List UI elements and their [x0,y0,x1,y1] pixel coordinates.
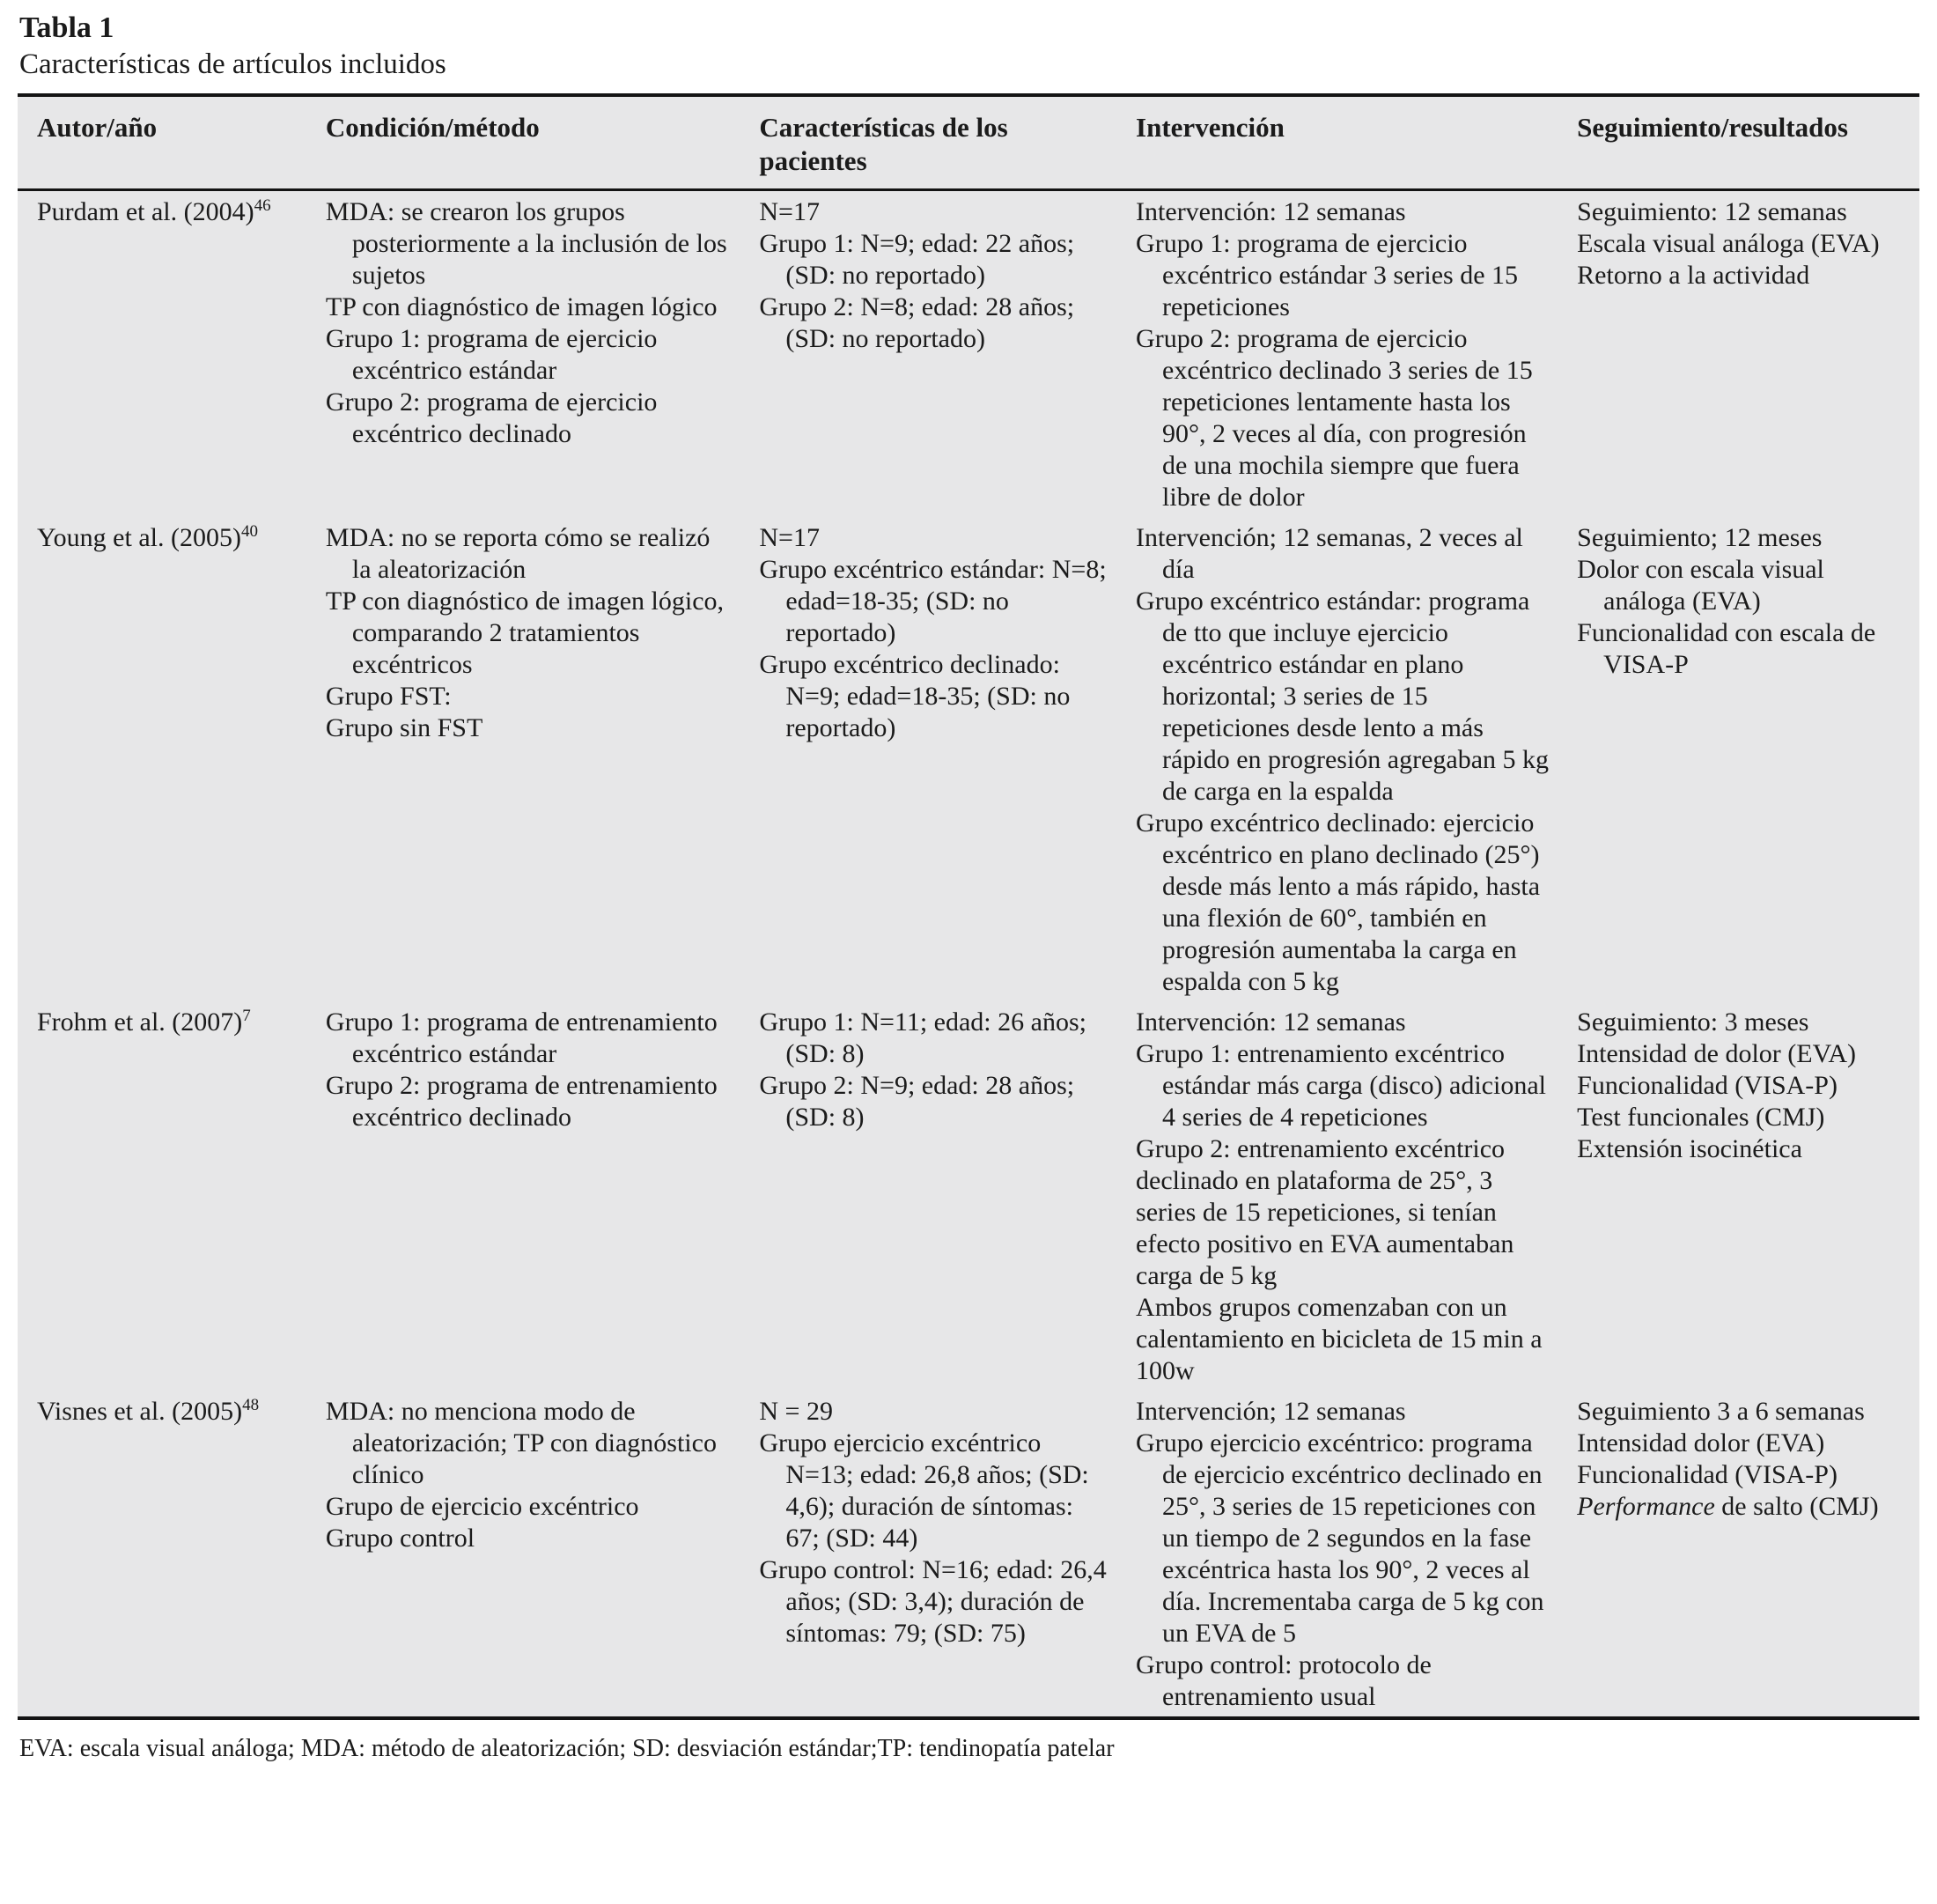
cell-paragraph: Seguimiento: 12 semanas [1577,197,1847,226]
cell-paragraph: Grupo 2: programa de entrenamiento excén… [325,1071,718,1132]
cell-paragraph: Grupo 2: programa de ejercicio excéntric… [325,387,658,448]
cell-paragraph: Grupo excéntrico declinado: N=9; edad=18… [759,650,1071,742]
cell-paragraph: Seguimiento; 12 meses [1577,523,1823,552]
cell-paragraph: Grupo control: protocolo de entrenamient… [1136,1650,1432,1711]
cell-paragraph: Grupo 1: programa de ejercicio excéntric… [1136,229,1519,321]
cell-paragraph: Grupo 2: N=8; edad: 28 años; (SD: no rep… [759,292,1075,353]
cell-paragraph: TP con diagnóstico de imagen lógico, com… [325,587,725,679]
cell-paragraph: Grupo control: N=16; edad: 26,4 años; (S… [759,1555,1107,1648]
citation-reference-number: 48 [242,1396,260,1414]
citation-reference-number: 40 [240,522,258,541]
cell-paragraph: Funcionalidad con escala de VISA-P [1577,618,1876,679]
col-header-seguimiento-resultados: Seguimiento/resultados [1577,95,1919,191]
cell-paragraph: Seguimiento: 3 meses [1577,1007,1809,1037]
cell-paragraph: Grupo 1: N=9; edad: 22 años; (SD: no rep… [759,229,1075,290]
cell-paragraph: Grupo excéntrico estándar: N=8; edad=18-… [759,555,1107,647]
cell-paragraph: Grupo 2: programa de ejercicio excéntric… [1136,324,1533,512]
table-title: Tabla 1 [19,11,114,44]
cell-paragraph: Grupo 1: N=11; edad: 26 años; (SD: 8) [759,1007,1086,1068]
cell-paragraph: TP con diagnóstico de imagen lógico [325,292,718,321]
condition-method-cell: MDA: no se reporta cómo se realizó la al… [326,517,759,1001]
col-header-condicion-metodo: Condición/método [325,95,760,191]
cell-paragraph: Intervención: 12 semanas [1136,197,1406,226]
table-subtitle: Características de artículos incluidos [19,48,446,80]
author-year-cell: Young et al. (2005)40 [18,517,326,1001]
cell-paragraph: Intervención: 12 semanas [1136,1007,1406,1037]
condition-method-cell: Grupo 1: programa de entrenamiento excén… [326,1001,759,1391]
author-year-cell: Frohm et al. (2007)7 [18,1001,326,1391]
author-year-text: Young et al. (2005) [37,523,241,552]
cell-paragraph: N=17 [759,197,820,226]
col-header-autor-ano: Autor/año [18,95,326,191]
cell-paragraph: Funcionalidad (VISA-P) [1577,1460,1838,1489]
cell-paragraph: Grupo sin FST [325,713,483,742]
cell-paragraph: Seguimiento 3 a 6 semanas [1577,1397,1865,1426]
cell-paragraph: MDA: no se reporta cómo se realizó la al… [325,523,711,584]
cell-paragraph: Funcionalidad (VISA-P) [1577,1071,1838,1100]
cell-paragraph: Grupo FST: [325,682,452,711]
cell-paragraph: Intensidad dolor (EVA) [1577,1428,1825,1458]
col-header-intervencion: Intervención [1136,95,1578,191]
author-year-cell: Visnes et al. (2005)48 [18,1391,326,1718]
condition-method-cell: MDA: se crearon los grupos posteriorment… [326,190,759,518]
abbreviations-footnote: EVA: escala visual análoga; MDA: método … [19,1735,1115,1762]
cell-paragraph: Test funcionales (CMJ) [1577,1103,1825,1132]
cell-paragraph: Ambos grupos comenzaban con un calentami… [1136,1293,1543,1385]
cell-paragraph: Performance de salto (CMJ) [1577,1491,1893,1523]
cell-paragraph: Grupo excéntrico declinado: ejercicio ex… [1136,808,1541,996]
intervention-cell: Intervención; 12 semanas, 2 veces al día… [1136,517,1577,1001]
cell-text: de salto (CMJ) [1714,1492,1879,1521]
cell-paragraph: N = 29 [759,1397,833,1426]
cell-paragraph: Intervención; 12 semanas [1136,1397,1406,1426]
author-year-text: Visnes et al. (2005) [37,1397,243,1426]
cell-paragraph: Grupo 1: programa de ejercicio excéntric… [325,324,658,385]
author-year-cell: Purdam et al. (2004)46 [18,190,326,518]
author-year-text: Frohm et al. (2007) [37,1007,243,1037]
cell-paragraph: Retorno a la actividad [1577,261,1810,290]
condition-method-cell: MDA: no menciona modo de aleatorización;… [326,1391,759,1718]
col-header-caracteristicas-pacientes: Características de los pacientes [759,95,1137,191]
cell-paragraph: Grupo control [325,1524,475,1553]
cell-paragraph: Grupo ejercicio excéntrico: programa de … [1136,1428,1544,1648]
header-row: Autor/año Condición/método Característic… [18,95,1919,191]
cell-paragraph: Grupo excéntrico estándar: programa de t… [1136,587,1550,806]
author-year-text: Purdam et al. (2004) [37,197,254,226]
citation-reference-number: 46 [254,196,271,215]
cell-paragraph: Intensidad de dolor (EVA) [1577,1039,1857,1068]
cell-paragraph: Dolor con escala visual análoga (EVA) [1577,555,1824,616]
cell-paragraph: Extensión isocinética [1577,1134,1802,1163]
cell-paragraph: Grupo 2: N=9; edad: 28 años; (SD: 8) [759,1071,1075,1132]
italic-term: Performance [1577,1492,1715,1521]
patient-characteristics-cell: Grupo 1: N=11; edad: 26 años; (SD: 8)Gru… [759,1001,1136,1391]
cell-paragraph: Escala visual análoga (EVA) [1577,229,1880,258]
cell-paragraph: Intervención; 12 semanas, 2 veces al día [1136,523,1523,584]
cell-paragraph: MDA: no menciona modo de aleatorización;… [325,1397,717,1489]
cell-paragraph: Grupo ejercicio excéntrico N=13; edad: 2… [759,1428,1089,1553]
cell-paragraph: Grupo 2: entrenamiento excéntrico declin… [1136,1134,1514,1290]
citation-reference-number: 7 [242,1007,251,1025]
cell-paragraph: N=17 [759,523,820,552]
cell-paragraph: Grupo 1: programa de entrenamiento excén… [325,1007,718,1068]
cell-paragraph: MDA: se crearon los grupos posteriorment… [325,197,727,290]
cell-paragraph: Grupo 1: entrenamiento excéntrico estánd… [1136,1039,1546,1132]
cell-paragraph: Grupo de ejercicio excéntrico [325,1492,639,1521]
included-articles-table: Autor/año Condición/método Característic… [18,93,1919,1720]
